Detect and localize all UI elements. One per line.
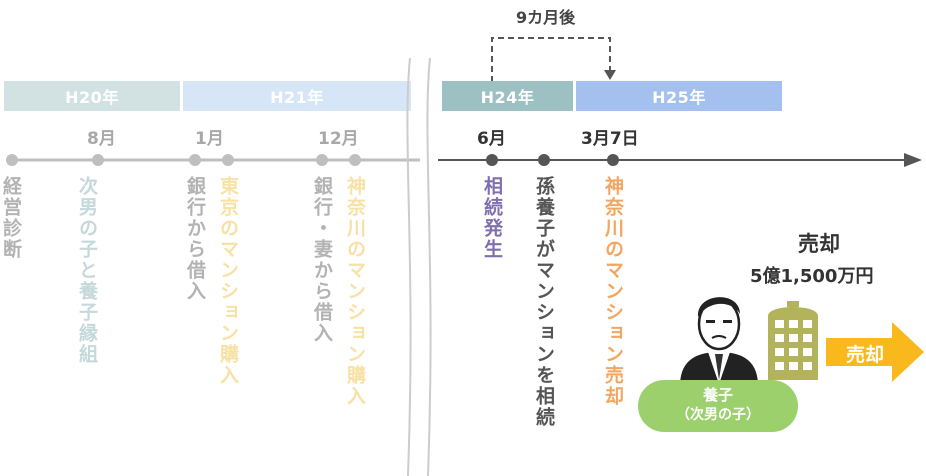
timeline-dot bbox=[189, 154, 201, 166]
event-tokyo-purchase: 東京のマンション購入 bbox=[217, 176, 239, 386]
event-bank-loan: 銀行から借入 bbox=[184, 176, 206, 302]
year-band-h20: H20年 bbox=[4, 81, 180, 111]
event-kanagawa-purchase: 神奈川のマンション購入 bbox=[344, 176, 366, 407]
gap-label: 9カ月後 bbox=[516, 8, 576, 27]
timeline-break-mark bbox=[406, 58, 432, 476]
sale-title: 売却 bbox=[798, 232, 840, 256]
year-band-h25: H25年 bbox=[576, 81, 782, 111]
timeline-dot bbox=[222, 154, 234, 166]
month-label-12: 12月 bbox=[318, 129, 359, 149]
sale-amount: 5億1,500万円 bbox=[750, 266, 874, 287]
month-label-1: 1月 bbox=[195, 129, 224, 149]
event-business-diagnosis: 経営診断 bbox=[0, 176, 22, 260]
gap-bracket bbox=[491, 37, 616, 82]
timeline-dot bbox=[92, 154, 104, 166]
event-grandchild-inherits: 孫養子がマンションを相続 bbox=[533, 176, 555, 428]
person-icon bbox=[680, 297, 758, 386]
sale-arrow-label: 売却 bbox=[846, 344, 885, 366]
timeline-dot bbox=[538, 154, 550, 166]
timeline-dot bbox=[607, 154, 619, 166]
month-label-8: 8月 bbox=[87, 129, 116, 149]
timeline-dot bbox=[316, 154, 328, 166]
timeline-dot bbox=[486, 154, 498, 166]
month-label-6: 6月 bbox=[477, 129, 506, 149]
event-kanagawa-sale: 神奈川のマンション売却 bbox=[602, 176, 624, 407]
building-icon bbox=[768, 301, 818, 380]
event-adoption: 次男の子と養子縁組 bbox=[76, 176, 98, 365]
badge-line-1: 養子 bbox=[702, 386, 733, 404]
timeline-dot bbox=[6, 154, 18, 166]
timeline-dot bbox=[349, 154, 361, 166]
month-label-3-7: 3月7日 bbox=[581, 129, 639, 149]
event-inheritance: 相続発生 bbox=[481, 176, 503, 260]
timeline-axis bbox=[6, 153, 922, 167]
sale-arrow bbox=[826, 322, 924, 382]
adopted-child-badge: 養子 （次男の子） bbox=[638, 380, 798, 432]
year-band-h24: H24年 bbox=[442, 81, 573, 111]
event-bank-wife-loan: 銀行・妻から借入 bbox=[311, 176, 333, 344]
badge-line-2: （次男の子） bbox=[676, 407, 760, 423]
year-band-h21: H21年 bbox=[183, 81, 411, 111]
